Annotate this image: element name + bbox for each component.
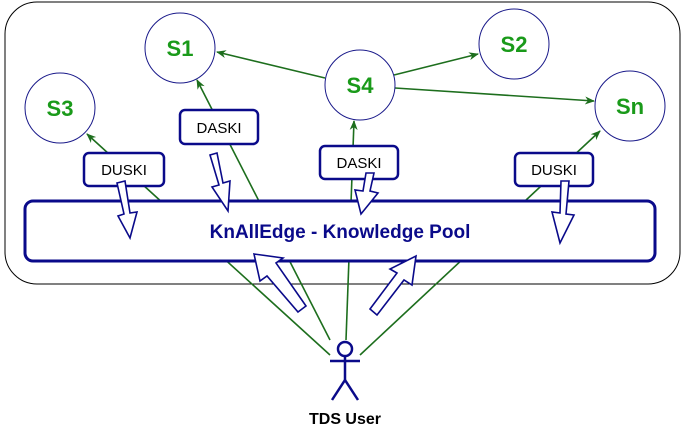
node-sn-label: Sn xyxy=(616,94,644,119)
edge-s4-sn xyxy=(394,87,595,105)
stick-figure-icon xyxy=(336,340,354,358)
node-s2[interactable]: S2 xyxy=(478,8,550,80)
tds-user-actor[interactable] xyxy=(330,340,360,401)
edge-s4-s2 xyxy=(393,52,479,76)
block-arrow-up-icon xyxy=(368,254,417,317)
edge-s4-s1 xyxy=(216,50,326,79)
tag-duski-right[interactable]: DUSKI xyxy=(513,151,595,188)
node-sn[interactable]: Sn xyxy=(594,70,666,142)
knowledge-pool[interactable]: KnAllEdge - Knowledge Pool xyxy=(23,199,657,263)
block-arrow-down-icon xyxy=(209,151,231,214)
node-s3-label: S3 xyxy=(47,96,74,121)
tag-daski-left-label: DASKI xyxy=(196,120,241,137)
tag-duski-right-label: DUSKI xyxy=(531,162,577,179)
tag-daski-mid-label: DASKI xyxy=(336,155,381,172)
node-s4-label: S4 xyxy=(347,73,375,98)
block-arrow-down-icon xyxy=(353,172,380,216)
block-arrow-down-icon xyxy=(116,180,139,241)
node-s1[interactable]: S1 xyxy=(144,12,216,84)
block-arrow-up-icon xyxy=(252,253,308,314)
node-s2-label: S2 xyxy=(501,32,528,57)
node-s3[interactable]: S3 xyxy=(24,72,96,144)
tag-daski-mid[interactable]: DASKI xyxy=(318,144,400,181)
knowledge-pool-label: KnAllEdge - Knowledge Pool xyxy=(210,222,471,243)
node-s1-label: S1 xyxy=(167,36,194,61)
tag-duski-left-label: DUSKI xyxy=(101,162,147,179)
tds-user-label: TDS User xyxy=(309,411,381,428)
s4-edges xyxy=(216,50,595,105)
node-s4[interactable]: S4 xyxy=(324,49,396,121)
block-arrow-down-icon xyxy=(550,180,576,246)
tag-daski-left[interactable]: DASKI xyxy=(178,108,260,146)
